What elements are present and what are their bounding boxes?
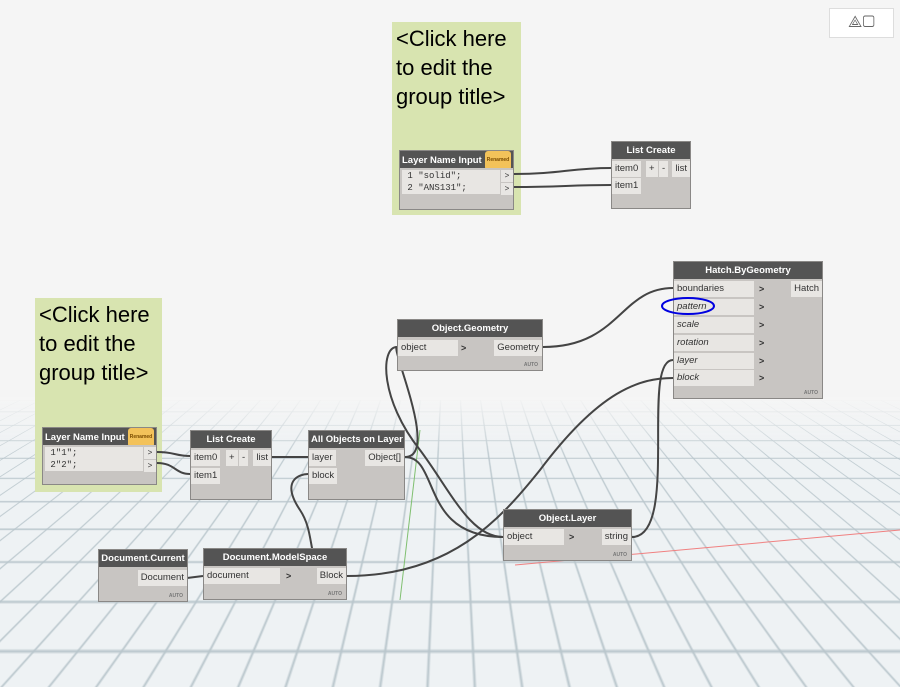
chevron-right-icon: >	[461, 341, 466, 355]
node-title: All Objects on Layer	[309, 431, 404, 448]
output-port[interactable]: >	[501, 170, 513, 182]
lacing-label: AUTO	[804, 390, 818, 396]
input-port-object[interactable]: object	[504, 529, 564, 545]
output-port-objects[interactable]: Object[]	[365, 450, 404, 466]
document-current-node[interactable]: Document.Current Document AUTO	[98, 549, 188, 602]
group-title[interactable]: <Click here to edit the group title>	[392, 22, 521, 113]
chevron-right-icon: >	[759, 282, 764, 296]
layer-name-input-node-2[interactable]: Layer Name InputRenamed 1"1"; 2"2"; > >	[42, 427, 157, 485]
node-title: Object.Layer	[504, 510, 631, 527]
output-port-list[interactable]: list	[253, 450, 271, 466]
input-port-scale[interactable]: scale	[674, 317, 754, 333]
chevron-right-icon: >	[286, 569, 291, 583]
input-port-item1[interactable]: item1	[612, 178, 641, 194]
node-title: Document.ModelSpace	[204, 549, 346, 566]
node-title: Document.Current	[99, 550, 187, 567]
add-input-button[interactable]: +	[646, 161, 658, 177]
output-port[interactable]: >	[501, 183, 513, 195]
wire	[514, 185, 611, 187]
code-line[interactable]: 1"1";	[45, 447, 143, 459]
input-port-layer[interactable]: layer	[309, 450, 336, 466]
remove-input-button[interactable]: -	[239, 450, 248, 466]
chevron-right-icon: >	[759, 354, 764, 368]
input-port-boundaries[interactable]: boundaries	[674, 281, 754, 297]
output-port[interactable]: >	[144, 460, 156, 472]
node-title: List Create	[191, 431, 271, 448]
input-port-layer[interactable]: layer	[674, 353, 754, 369]
code-line[interactable]: 2 "ANS131";	[402, 182, 500, 194]
add-input-button[interactable]: +	[226, 450, 238, 466]
group-title[interactable]: <Click here to edit the group title>	[35, 298, 162, 389]
output-port-block[interactable]: Block	[317, 568, 346, 584]
view-toggle[interactable]: ⟁▢	[829, 8, 894, 38]
hatch-by-geometry-node[interactable]: Hatch.ByGeometry boundaries pattern scal…	[673, 261, 823, 399]
layer-name-input-node-1[interactable]: Layer Name InputRenamed 1 "solid"; 2 "AN…	[399, 150, 514, 210]
chevron-right-icon: >	[759, 318, 764, 332]
chevron-right-icon: >	[759, 300, 764, 314]
output-port-hatch[interactable]: Hatch	[791, 281, 822, 297]
input-port-block[interactable]: block	[674, 370, 754, 386]
remove-input-button[interactable]: -	[659, 161, 668, 177]
wire	[514, 168, 611, 174]
input-port-item0[interactable]: item0	[612, 161, 641, 177]
input-port-block[interactable]: block	[309, 468, 337, 484]
node-title: Object.Geometry	[398, 320, 542, 337]
node-title: Layer Name Input	[402, 155, 482, 166]
renamed-badge: Renamed	[485, 151, 512, 168]
renamed-badge: Renamed	[128, 428, 155, 445]
object-geometry-node[interactable]: Object.Geometry object > Geometry AUTO	[397, 319, 543, 371]
node-title: Hatch.ByGeometry	[674, 262, 822, 279]
chevron-right-icon: >	[759, 371, 764, 385]
output-port-string[interactable]: string	[602, 529, 631, 545]
input-port-object[interactable]: object	[398, 340, 458, 356]
all-objects-on-layer-node[interactable]: All Objects on Layer layer block Object[…	[308, 430, 405, 500]
object-layer-node[interactable]: Object.Layer object > string AUTO	[503, 509, 632, 561]
3d-view-icon[interactable]: ▢	[862, 14, 875, 31]
input-port-item0[interactable]: item0	[191, 450, 220, 466]
code-line[interactable]: 2"2";	[45, 459, 143, 471]
output-port-list[interactable]: list	[672, 161, 690, 177]
output-port-geometry[interactable]: Geometry	[494, 340, 542, 356]
node-title: Layer Name Input	[45, 432, 125, 443]
lacing-label: AUTO	[328, 591, 342, 597]
wire	[543, 288, 673, 347]
input-port-pattern[interactable]: pattern	[674, 299, 754, 315]
list-create-node-2[interactable]: List Create item0 item1 + - list	[190, 430, 272, 500]
input-port-rotation[interactable]: rotation	[674, 335, 754, 351]
lacing-label: AUTO	[169, 593, 183, 599]
output-port-document[interactable]: Document	[138, 570, 187, 586]
node-title: List Create	[612, 142, 690, 159]
lacing-label: AUTO	[613, 552, 627, 558]
document-modelspace-node[interactable]: Document.ModelSpace document > Block AUT…	[203, 548, 347, 600]
chevron-right-icon: >	[569, 530, 574, 544]
input-port-item1[interactable]: item1	[191, 468, 220, 484]
list-create-node-1[interactable]: List Create item0 item1 + - list	[611, 141, 691, 209]
lacing-label: AUTO	[524, 362, 538, 368]
geometry-view-icon[interactable]: ⟁	[848, 14, 862, 31]
input-port-document[interactable]: document	[204, 568, 280, 584]
output-port[interactable]: >	[144, 447, 156, 459]
code-line[interactable]: 1 "solid";	[402, 170, 500, 182]
chevron-right-icon: >	[759, 336, 764, 350]
